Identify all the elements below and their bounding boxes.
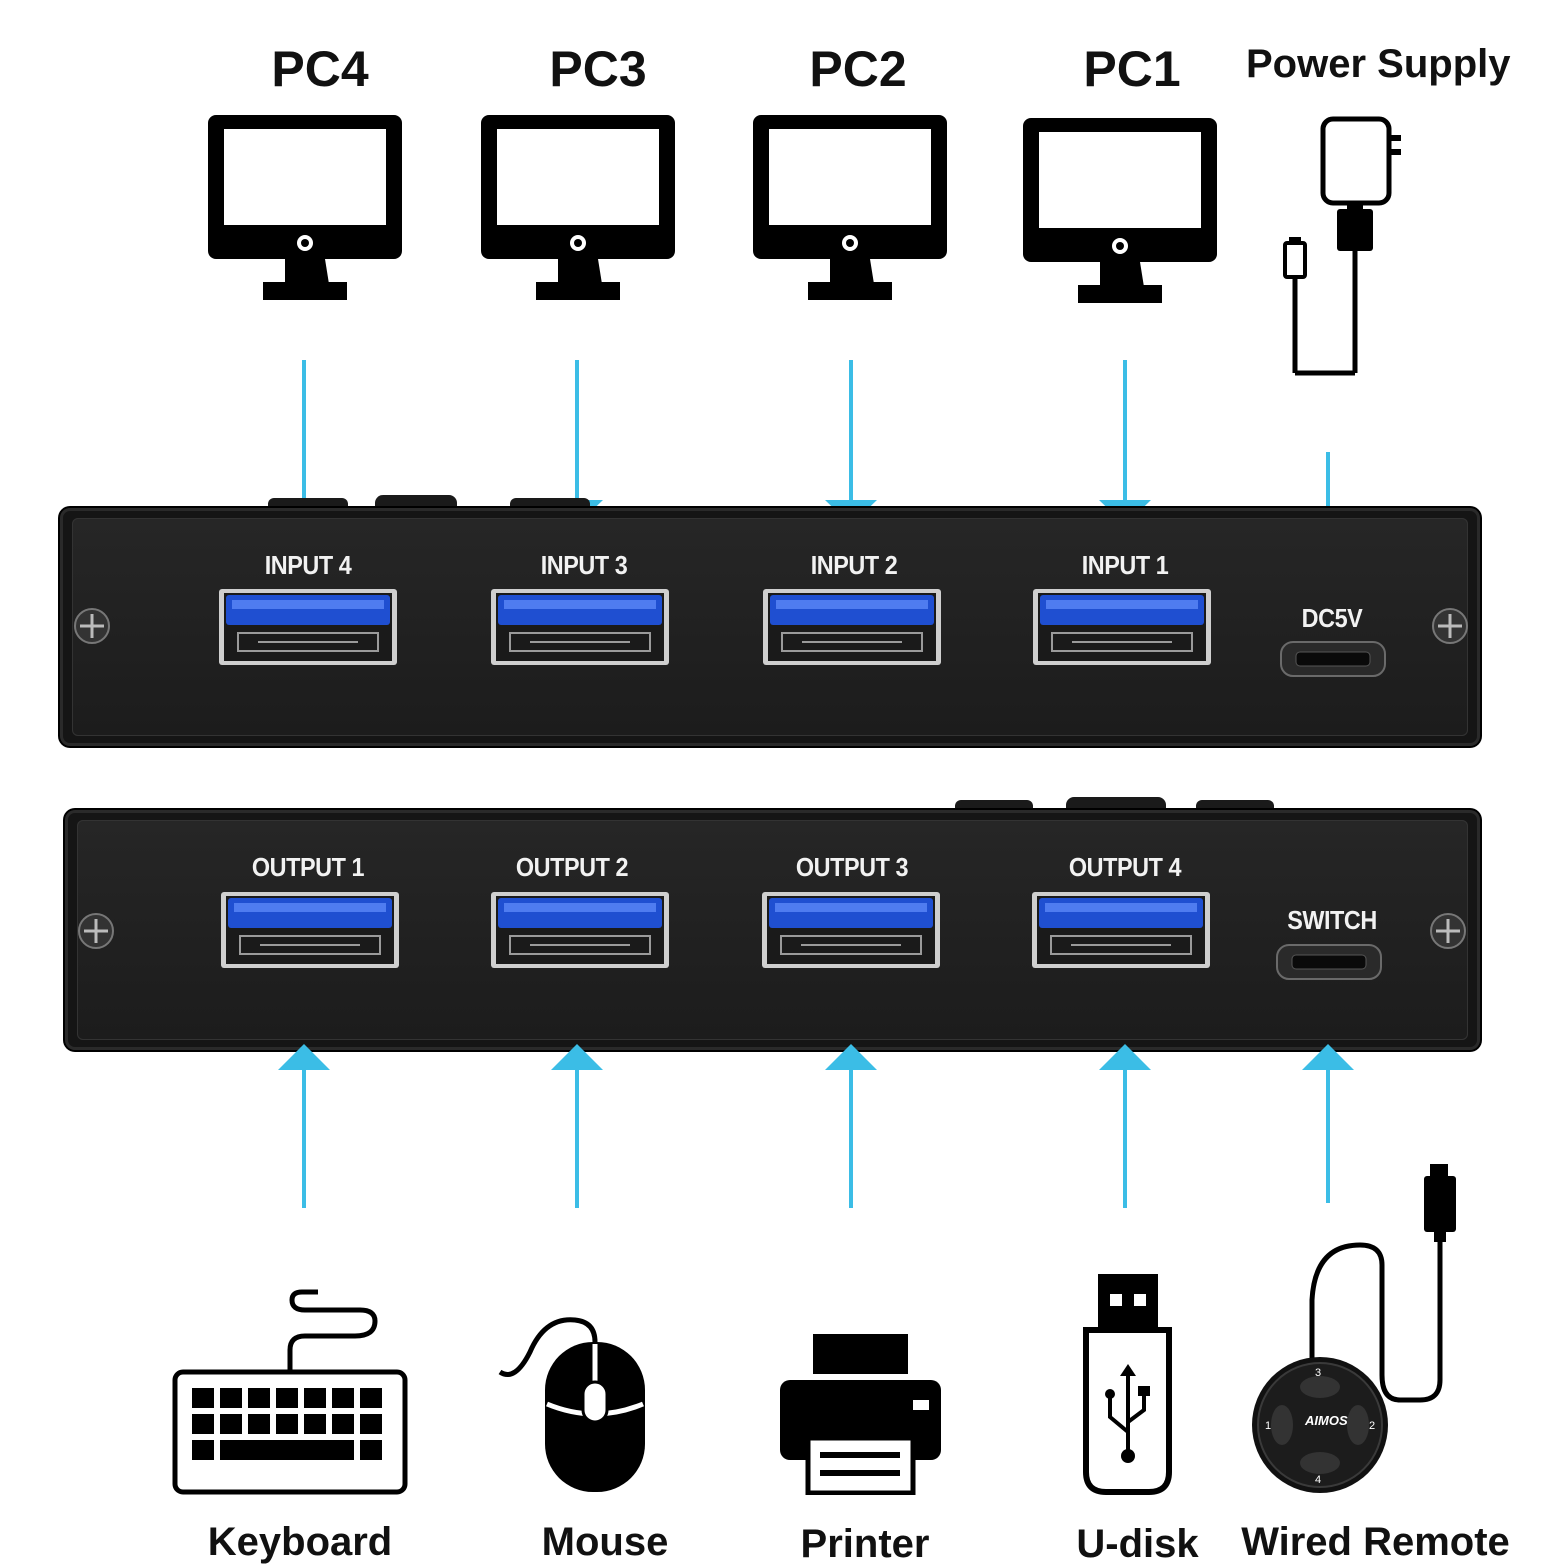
monitor-icon <box>208 115 402 300</box>
usb-port-output-4[interactable] <box>1031 891 1211 969</box>
wired-remote-label: Wired Remote <box>1241 1520 1510 1564</box>
switch-port[interactable] <box>1276 944 1382 980</box>
pc2-label: PC2 <box>809 41 907 97</box>
usb-port-output-1[interactable] <box>220 891 400 969</box>
output-2-label: OUTPUT 2 <box>515 852 629 882</box>
remote-button-3[interactable]: 3 <box>1315 1367 1322 1379</box>
remote-button-1[interactable]: 1 <box>1265 1420 1272 1432</box>
pc4-label: PC4 <box>271 41 369 97</box>
monitor-icon <box>753 115 947 300</box>
usb-port-output-2[interactable] <box>490 891 670 969</box>
printer-icon <box>780 1334 941 1495</box>
screw-icon <box>1430 913 1466 949</box>
dc5v-port[interactable] <box>1280 641 1386 677</box>
printer-label: Printer <box>800 1522 930 1566</box>
input-4-label: INPUT 4 <box>264 550 352 580</box>
remote-button-2[interactable]: 2 <box>1369 1420 1376 1432</box>
switch-label: SWITCH <box>1287 905 1377 935</box>
input-1-label: INPUT 1 <box>1081 550 1169 580</box>
u-disk-label: U-disk <box>1076 1522 1199 1566</box>
remote-brand: AIMOS <box>1305 1413 1348 1428</box>
usb-port-input-1[interactable] <box>1032 588 1212 666</box>
usb-port-input-4[interactable] <box>218 588 398 666</box>
usb-drive-icon <box>1083 1274 1172 1495</box>
power-supply-label: Power Supply <box>1246 42 1511 86</box>
pc3-label: PC3 <box>549 41 647 97</box>
monitor-icon <box>1023 118 1217 303</box>
screw-icon <box>74 608 110 644</box>
monitor-icon <box>481 115 675 300</box>
mouse-icon <box>498 1317 645 1492</box>
input-2-label: INPUT 2 <box>810 550 898 580</box>
input-3-label: INPUT 3 <box>540 550 628 580</box>
dc5v-label: DC5V <box>1301 603 1363 633</box>
usb-port-input-2[interactable] <box>762 588 942 666</box>
keyboard-label: Keyboard <box>207 1520 393 1564</box>
usb-port-input-3[interactable] <box>490 588 670 666</box>
mouse-label: Mouse <box>541 1520 669 1564</box>
usb-port-output-3[interactable] <box>761 891 941 969</box>
remote-button-4[interactable]: 4 <box>1315 1474 1322 1486</box>
keyboard-icon <box>172 1289 408 1495</box>
output-1-label: OUTPUT 1 <box>251 852 365 882</box>
wired-remote-icon <box>1252 1164 1456 1493</box>
output-4-label: OUTPUT 4 <box>1068 852 1182 882</box>
pc1-label: PC1 <box>1083 41 1181 97</box>
screw-icon <box>1432 608 1468 644</box>
output-3-label: OUTPUT 3 <box>795 852 909 882</box>
screw-icon <box>78 913 114 949</box>
power-adapter-icon <box>1283 116 1401 376</box>
output-arrows <box>278 1044 1354 1208</box>
